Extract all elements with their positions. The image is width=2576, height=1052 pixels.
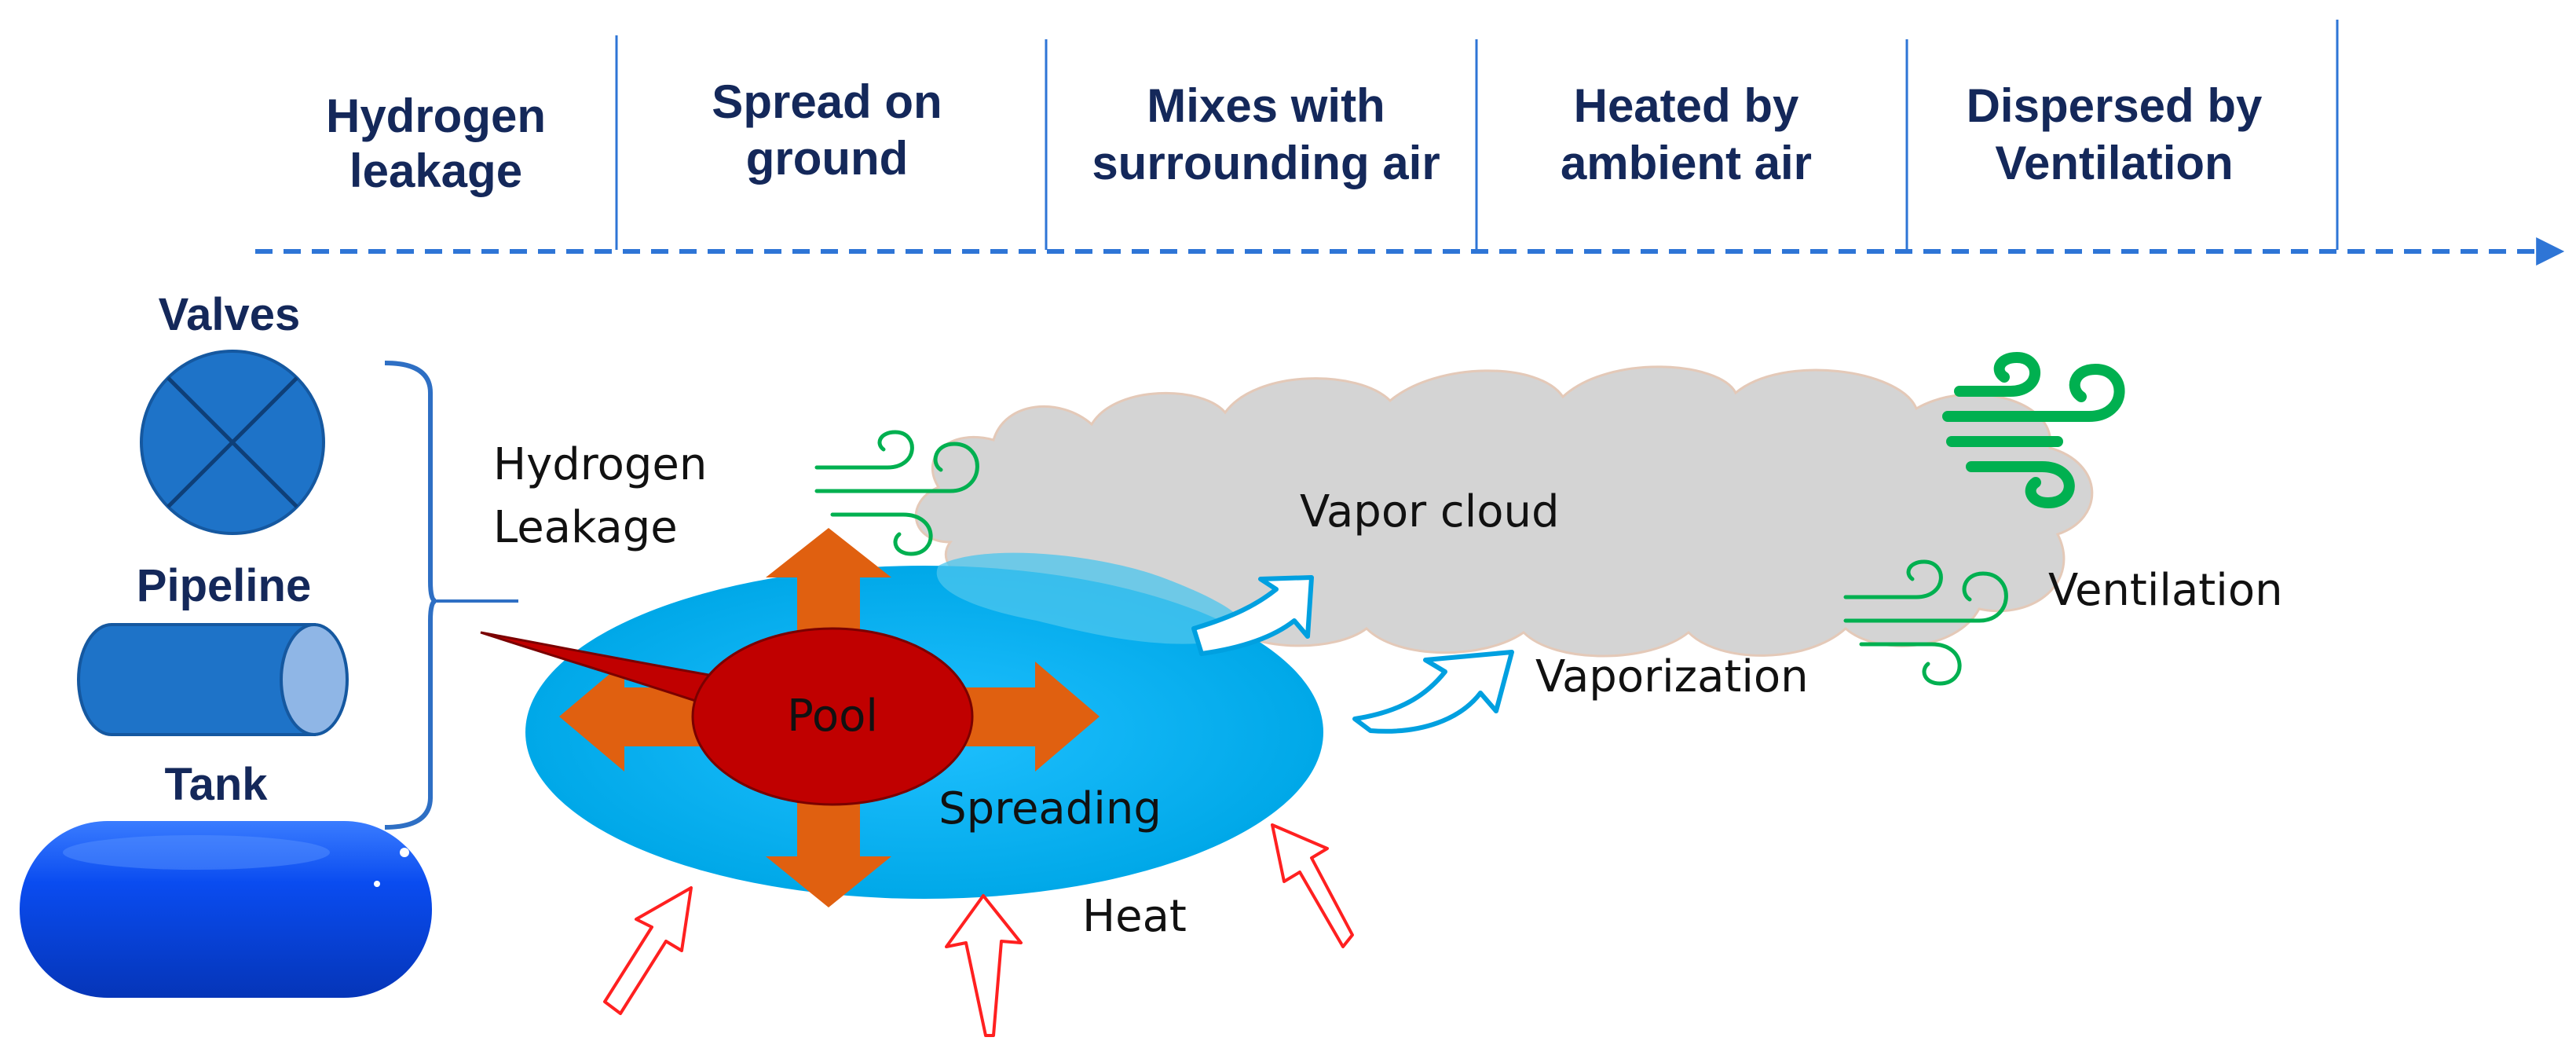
wind-icon (1843, 559, 2008, 686)
heat-arrow-icon (603, 886, 693, 1015)
vaporization-arrow-icon (1352, 650, 1514, 734)
valve-icon (140, 350, 325, 535)
stage-disperse-label: Ventilation (1995, 137, 2233, 189)
spread-arrow-up (766, 528, 891, 636)
pool-area: Pool Spreading (480, 528, 1323, 907)
source-bracket (384, 361, 437, 830)
stage-leakage-label: leakage (349, 145, 522, 197)
stage-heat-label: ambient air (1561, 137, 1812, 189)
leak-sources: Valves Pipeline Tank (20, 289, 518, 998)
pipeline-icon (77, 623, 349, 736)
stage-leakage-label: Hydrogen (326, 90, 546, 142)
vapor-cloud (914, 365, 2094, 658)
heat-arrow-icon (945, 894, 1023, 1037)
heat-arrows (603, 823, 1354, 1037)
tank-label: Tank (164, 759, 268, 810)
vaporization-label: Vaporization (1535, 651, 1809, 702)
pipeline-label: Pipeline (137, 560, 311, 611)
stage-mix-label: Mixes with (1147, 79, 1385, 132)
spread-arrow-right (942, 662, 1100, 772)
tank-icon (20, 821, 432, 998)
vaporization-arrows (1191, 575, 1514, 734)
heat-label: Heat (1082, 891, 1187, 942)
ventilation-label: Ventilation (2048, 565, 2283, 616)
vapor-cloud-label: Vapor cloud (1300, 486, 1560, 537)
spreading-label: Spreading (939, 783, 1162, 834)
wind-icon (814, 430, 979, 556)
stage-mix-label: surrounding air (1092, 137, 1440, 189)
heat-arrow-icon (1271, 823, 1354, 948)
stage-spread-label: ground (746, 132, 909, 185)
cloud-overlap (936, 552, 1245, 644)
spread-arrow-down (766, 794, 891, 907)
pool-core (691, 627, 974, 806)
vaporization-arrow-icon (1191, 575, 1314, 656)
pool-label: Pool (787, 691, 878, 742)
hydrogen-leakage-label: Leakage (493, 502, 678, 553)
valves-label: Valves (159, 289, 301, 340)
wind-icon (1942, 351, 2125, 509)
stage-spread-label: Spread on (712, 75, 942, 128)
spread-arrows (559, 528, 1100, 907)
stage-heat-label: Heated by (1574, 79, 1799, 132)
hydrogen-leakage-label: Hydrogen (493, 439, 707, 490)
timeline: Hydrogen leakage Spread on ground Mixes … (255, 20, 2565, 266)
stage-disperse-label: Dispersed by (1967, 79, 2263, 132)
